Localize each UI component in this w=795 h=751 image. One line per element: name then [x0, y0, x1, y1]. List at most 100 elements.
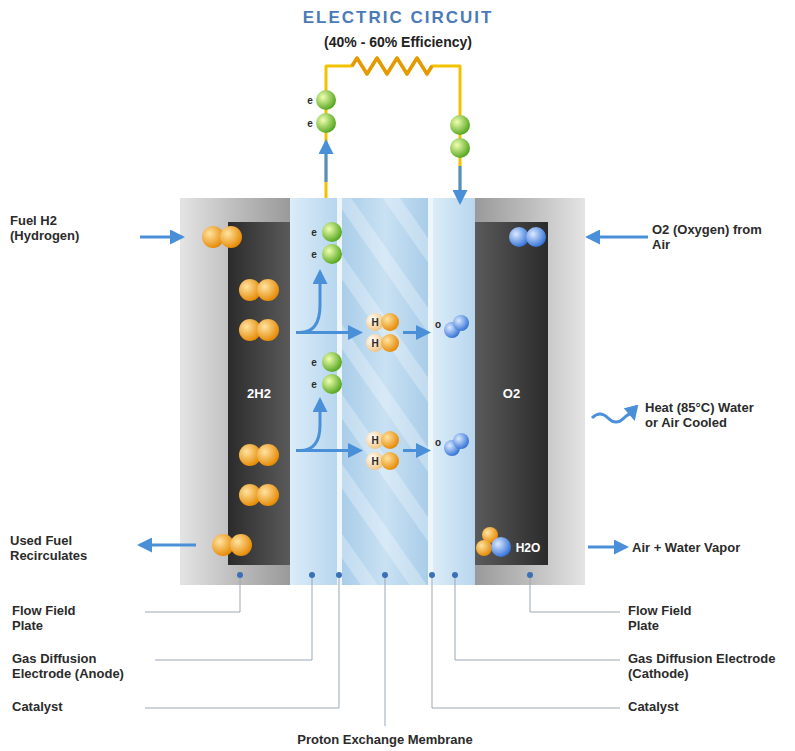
flow-field-plate-cathode: [475, 198, 585, 585]
channel-label: 2H2: [247, 386, 271, 401]
flow-arrows: [403, 449, 428, 452]
leader-lines: [385, 575, 386, 726]
output-label: Used Fuel Recirculates: [10, 533, 105, 563]
oxygen-molecules: [444, 433, 469, 456]
part-label: Gas Diffusion Electrode (Anode): [12, 651, 147, 681]
electron-symbol: e: [311, 357, 317, 368]
water-molecule: [476, 527, 511, 557]
leader-lines: [432, 575, 620, 708]
external-circuit: [326, 58, 460, 198]
efficiency-note: (40% - 60% Efficiency): [324, 34, 472, 50]
leader-lines: [530, 575, 620, 612]
leader-lines: [145, 575, 240, 612]
electrons: [450, 138, 470, 158]
electron-symbol: e: [311, 379, 317, 390]
electrons: [316, 90, 336, 110]
channel-label: O2: [503, 386, 520, 401]
flow-arrows: [140, 544, 196, 547]
flow-arrows: [592, 414, 634, 422]
oxygen-molecules: [444, 315, 469, 338]
hydrogen-molecules: [239, 319, 279, 341]
gas-diffusion-electrode-cathode: [428, 198, 475, 585]
electrons: [450, 115, 470, 135]
flow-arrows: [300, 272, 320, 333]
leader-dots: [237, 572, 533, 578]
flow-arrows: [588, 236, 648, 239]
oxygen-molecules: [509, 227, 546, 247]
hydrogen-molecules: [239, 444, 279, 466]
flow-arrows: [140, 236, 182, 239]
part-label: Proton Exchange Membrane: [297, 732, 473, 747]
flow-channel: 2H2: [228, 222, 290, 565]
electrons: [322, 374, 342, 394]
electron-symbol: e: [311, 249, 317, 260]
flow-field-plate-cathode: [475, 222, 548, 565]
leader-dots: [336, 572, 342, 578]
gas-diffusion-electrode-anode: [290, 198, 342, 585]
proton-exchange-membrane: [342, 198, 428, 585]
part-label: Flow Field Plate: [628, 603, 718, 633]
part-label: Catalyst: [628, 699, 679, 714]
part-label: Flow Field Plate: [12, 603, 102, 633]
gas-diffusion-electrode-cathode: [433, 198, 475, 585]
proton-symbol: H: [371, 338, 378, 349]
oxygen-molecules: [444, 227, 546, 456]
protons: [366, 431, 399, 449]
output-label: Air + Water Vapor: [632, 540, 740, 555]
heat-label: Heat (85°C) Water or Air Cooled: [645, 400, 765, 430]
hydrogen-molecules: [202, 226, 279, 556]
external-circuit: [352, 58, 432, 74]
leader-lines: [155, 575, 312, 660]
protons: [366, 313, 399, 331]
diagram-title: ELECTRIC CIRCUIT: [303, 8, 494, 28]
hydrogen-molecules: [239, 484, 279, 506]
flow-arrows: [588, 546, 626, 549]
proton-exchange-membrane: [342, 198, 428, 585]
electrons: [316, 113, 336, 133]
leader-dots: [382, 572, 388, 578]
proton-symbol: H: [371, 456, 378, 467]
proton-symbol: H: [371, 435, 378, 446]
protons: [366, 334, 399, 352]
flow-channel: O2: [475, 222, 548, 565]
flow-field-plate-anode: [180, 198, 290, 585]
oxygen-symbol: o: [435, 437, 441, 448]
electrons: [316, 90, 470, 394]
flow-arrows: [459, 166, 462, 202]
oxygen-symbol: o: [435, 319, 441, 330]
water-molecule: [491, 537, 511, 557]
proton-exchange-membrane: [342, 198, 428, 585]
external-circuit: [326, 58, 460, 198]
flow-field-plate-anode: [228, 222, 290, 565]
part-label: Catalyst: [12, 699, 63, 714]
electrons: [322, 244, 342, 264]
hydrogen-molecules: [212, 534, 252, 556]
water-molecule: [476, 540, 492, 556]
hydrogen-molecules: [202, 226, 242, 248]
part-label: Gas Diffusion Electrode (Cathode): [628, 651, 778, 681]
flow-field-plate-anode: [180, 198, 290, 585]
leader-lines: [145, 575, 339, 708]
leader-dots: [527, 572, 533, 578]
flow-arrows: [140, 142, 648, 547]
leader-lines: [145, 575, 620, 726]
protons: [366, 313, 399, 470]
leader-dots: [429, 572, 435, 578]
electron-symbol: e: [307, 118, 313, 129]
leader-lines: [455, 575, 620, 660]
gas-diffusion-electrode-cathode: [428, 198, 433, 585]
water-symbol: H2O: [516, 542, 541, 555]
electrons: [322, 222, 342, 242]
electrons: [322, 352, 342, 372]
flow-arrows: [403, 331, 428, 334]
leader-dots: [452, 572, 458, 578]
input-label: O2 (Oxygen) from Air: [652, 222, 762, 252]
electron-symbol: e: [307, 95, 313, 106]
leader-dots: [237, 572, 243, 578]
electron-symbol: e: [311, 227, 317, 238]
flow-arrows: [325, 142, 328, 182]
protons: [366, 452, 399, 470]
hydrogen-molecules: [239, 279, 279, 301]
